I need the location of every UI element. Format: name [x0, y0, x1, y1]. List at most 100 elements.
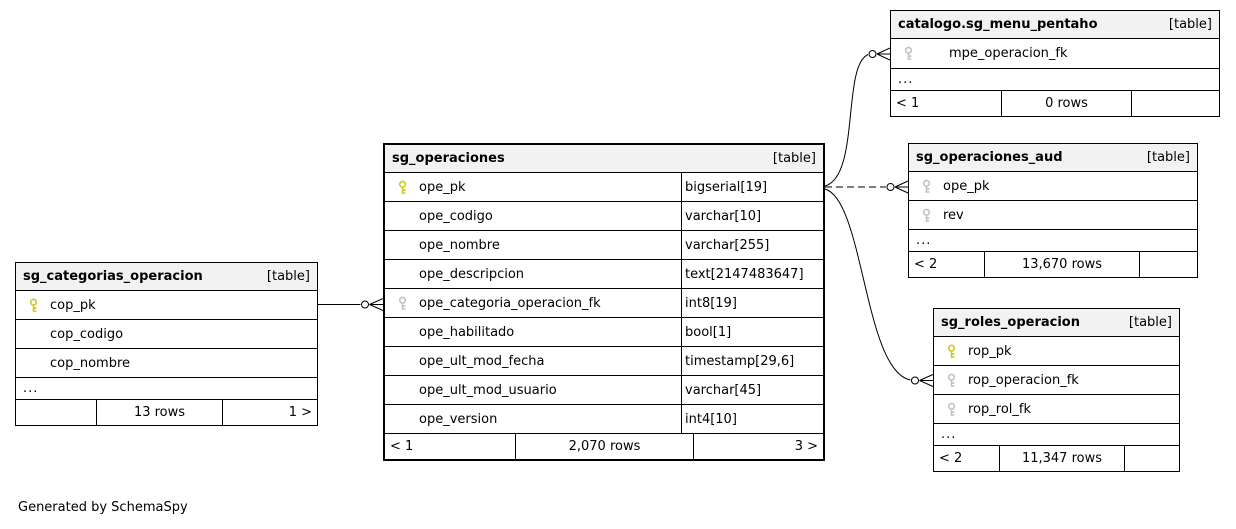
table-row: ope_nombre varchar[255] — [385, 231, 823, 260]
footer-row-count: 11,347 rows — [999, 446, 1124, 471]
table-name[interactable]: catalogo.sg_menu_pentaho — [898, 17, 1098, 32]
footer-related-left: < 2 — [939, 451, 963, 466]
footer-related-right — [1131, 91, 1219, 116]
column-type: varchar[10] — [681, 202, 823, 230]
table-badge: [table] — [1146, 150, 1190, 165]
table-badge: [table] — [1168, 17, 1212, 32]
table-footer: < 1 0 rows — [891, 91, 1219, 116]
column-name: ope_ult_mod_fecha — [419, 353, 545, 369]
footer-related-right — [1139, 252, 1197, 277]
column-type: bool[1] — [681, 318, 823, 346]
table-row: ope_version int4[10] — [385, 405, 823, 434]
column-name: ope_codigo — [419, 208, 493, 224]
footer-related-right — [1124, 446, 1179, 471]
table-row: cop_codigo — [16, 320, 317, 349]
edge-categorias-to-operaciones — [318, 298, 384, 311]
table-header: catalogo.sg_menu_pentaho [table] — [891, 11, 1219, 39]
table-footer: 13 rows 1 > — [16, 400, 317, 425]
column-type: varchar[255] — [681, 231, 823, 259]
table-name[interactable]: sg_roles_operacion — [941, 315, 1080, 330]
table-row: ope_pk bigserial[19] — [385, 173, 823, 202]
footer-related-left: < 1 — [390, 439, 414, 454]
table-node-sg-categorias-operacion[interactable]: sg_categorias_operacion [table] cop_pk c… — [15, 262, 318, 426]
foreign-key-icon — [946, 402, 968, 417]
table-row: rev — [909, 201, 1197, 230]
generator-note: Generated by SchemaSpy — [18, 500, 188, 515]
column-name: ope_descripcion — [419, 266, 525, 282]
table-name[interactable]: sg_operaciones — [392, 151, 505, 166]
edge-operaciones-to-operaciones-aud — [825, 180, 909, 194]
footer-related-left — [16, 400, 96, 425]
column-name: ope_nombre — [419, 237, 500, 253]
table-row: ope_pk — [909, 172, 1197, 201]
table-footer: < 2 11,347 rows — [934, 446, 1179, 471]
foreign-key-icon — [921, 179, 943, 194]
column-name: ope_version — [419, 411, 498, 427]
table-row: ope_ult_mod_fecha timestamp[29,6] — [385, 347, 823, 376]
foreign-key-icon — [903, 46, 925, 61]
column-name: rop_operacion_fk — [968, 372, 1079, 388]
column-name: ope_ult_mod_usuario — [419, 382, 557, 398]
primary-key-icon — [946, 344, 968, 359]
table-row: rop_rol_fk — [934, 395, 1179, 424]
column-name: rev — [943, 207, 964, 223]
table-header: sg_roles_operacion [table] — [934, 309, 1179, 337]
column-type: timestamp[29,6] — [681, 347, 823, 375]
footer-related-right: 3 > — [693, 434, 823, 459]
column-name: cop_nombre — [50, 355, 131, 371]
table-node-sg-roles-operacion[interactable]: sg_roles_operacion [table] rop_pk — [933, 308, 1180, 472]
table-header: sg_operaciones [table] — [385, 145, 823, 173]
footer-row-count: 0 rows — [1001, 91, 1131, 116]
hidden-columns-ellipsis: ... — [16, 378, 317, 400]
table-name[interactable]: sg_operaciones_aud — [916, 150, 1063, 165]
table-row: rop_pk — [934, 337, 1179, 366]
column-name: ope_pk — [943, 178, 990, 194]
footer-row-count: 2,070 rows — [515, 434, 693, 459]
table-header: sg_operaciones_aud [table] — [909, 144, 1197, 172]
table-row: ope_habilitado bool[1] — [385, 318, 823, 347]
column-type: int8[19] — [681, 289, 823, 317]
column-name: mpe_operacion_fk — [949, 46, 1068, 61]
footer-related-left: < 1 — [896, 96, 920, 111]
table-badge: [table] — [772, 151, 816, 166]
footer-related-right: 1 > — [222, 400, 317, 425]
column-type: int4[10] — [681, 405, 823, 433]
table-row: cop_pk — [16, 291, 317, 320]
column-type: varchar[45] — [681, 376, 823, 404]
table-node-catalogo-sg-menu-pentaho[interactable]: catalogo.sg_menu_pentaho [table] mpe_ope… — [890, 10, 1220, 117]
hidden-columns-ellipsis: ... — [909, 230, 1197, 252]
table-header: sg_categorias_operacion [table] — [16, 263, 317, 291]
column-name: ope_categoria_operacion_fk — [419, 295, 601, 311]
table-row: ope_descripcion text[2147483647] — [385, 260, 823, 289]
table-row: cop_nombre — [16, 349, 317, 378]
column-type: bigserial[19] — [681, 173, 823, 201]
footer-row-count: 13,670 rows — [984, 252, 1139, 277]
table-node-sg-operaciones[interactable]: sg_operaciones [table] ope_pk bigserial[… — [383, 143, 825, 461]
table-badge: [table] — [266, 269, 310, 284]
primary-key-icon — [397, 180, 419, 195]
column-name: cop_pk — [50, 297, 96, 313]
column-name: rop_rol_fk — [968, 401, 1031, 417]
table-row: ope_categoria_operacion_fk int8[19] — [385, 289, 823, 318]
footer-related-left: < 2 — [914, 257, 938, 272]
foreign-key-icon — [397, 296, 419, 311]
table-node-sg-operaciones-aud[interactable]: sg_operaciones_aud [table] ope_pk — [908, 143, 1198, 278]
table-badge: [table] — [1128, 315, 1172, 330]
table-row: rop_operacion_fk — [934, 366, 1179, 395]
table-footer: < 2 13,670 rows — [909, 252, 1197, 277]
primary-key-icon — [28, 298, 50, 313]
foreign-key-icon — [946, 373, 968, 388]
footer-row-count: 13 rows — [96, 400, 222, 425]
column-type: text[2147483647] — [681, 260, 823, 288]
hidden-columns-ellipsis: ... — [891, 69, 1219, 91]
table-row: ope_ult_mod_usuario varchar[45] — [385, 376, 823, 405]
hidden-columns-ellipsis: ... — [934, 424, 1179, 446]
column-name: rop_pk — [968, 343, 1012, 359]
table-name[interactable]: sg_categorias_operacion — [23, 269, 203, 284]
table-row: ope_codigo varchar[10] — [385, 202, 823, 231]
table-footer: < 1 2,070 rows 3 > — [385, 434, 823, 459]
foreign-key-icon — [921, 208, 943, 223]
column-name: ope_pk — [419, 179, 466, 195]
table-row: mpe_operacion_fk — [891, 39, 1219, 69]
